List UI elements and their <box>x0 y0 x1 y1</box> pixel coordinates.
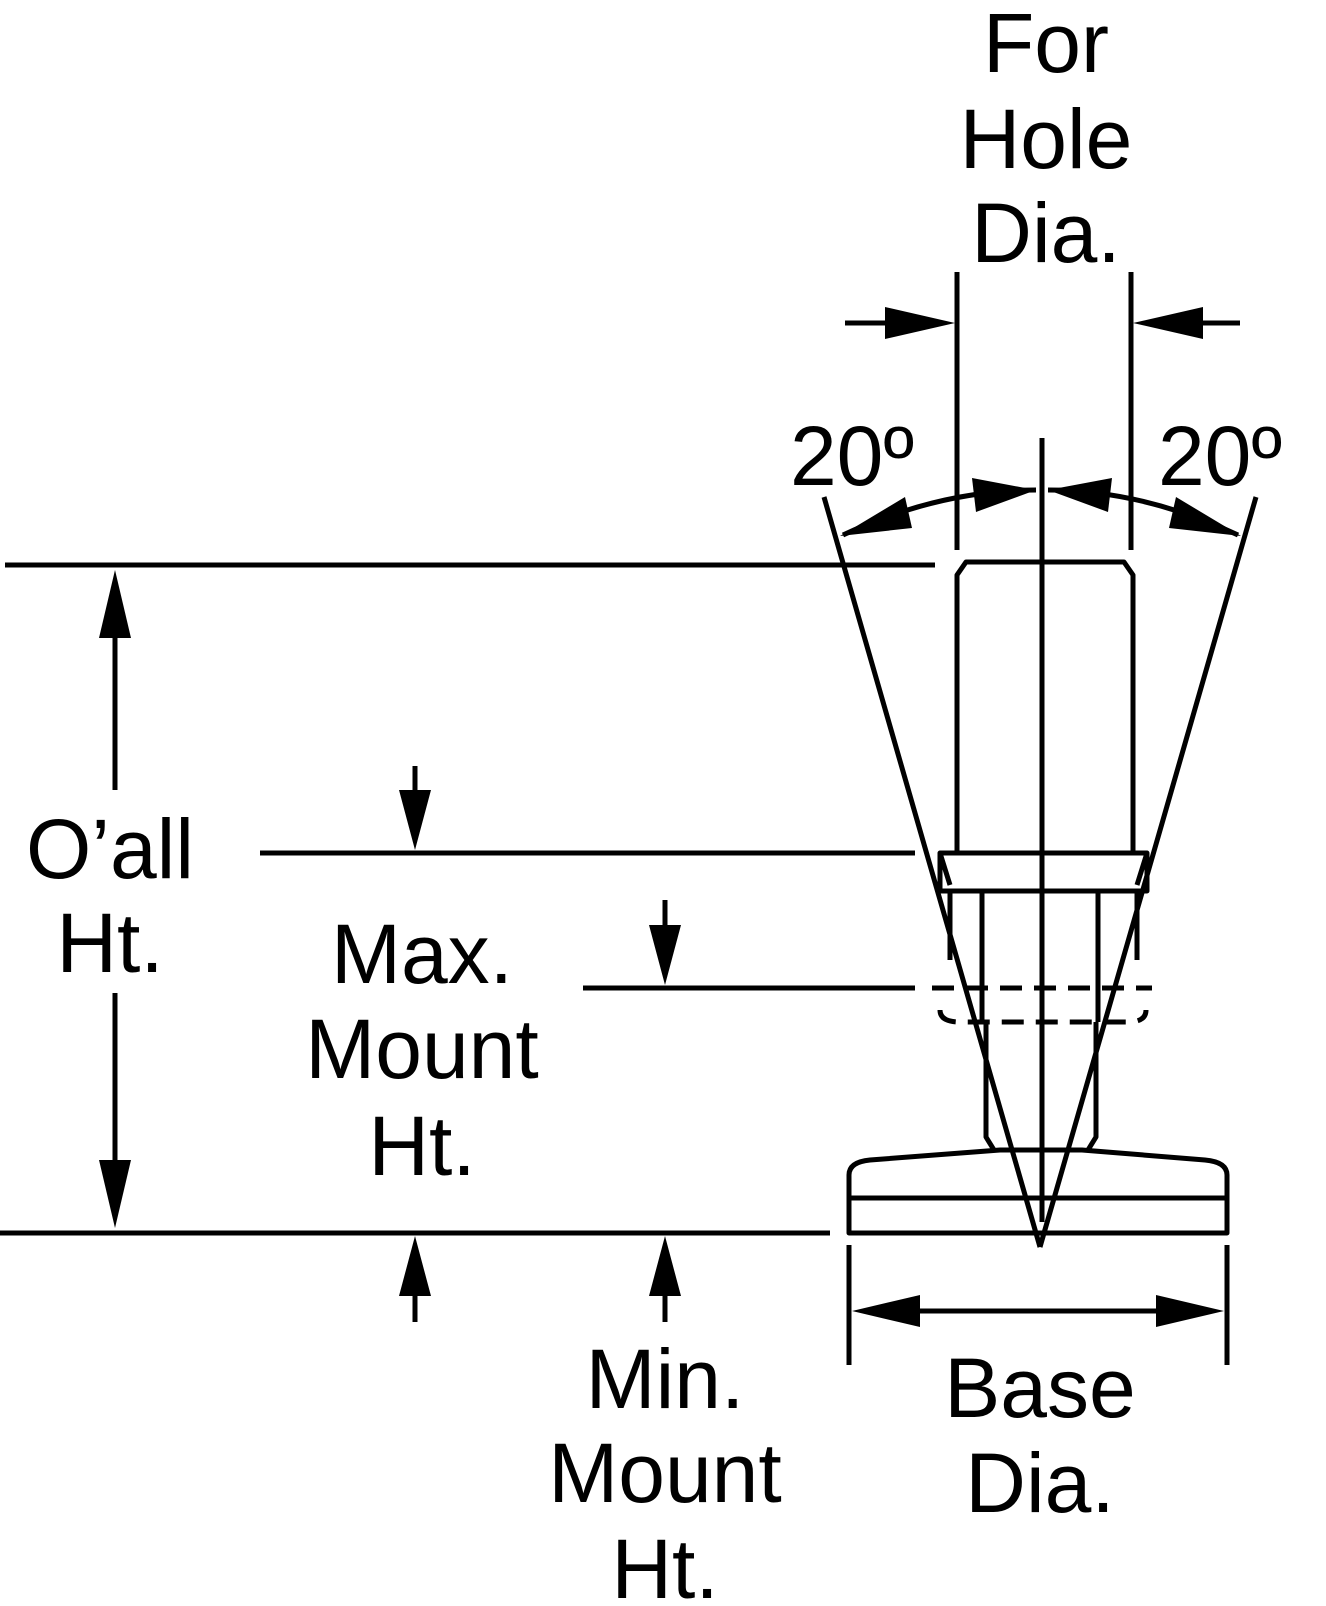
overall-ht-label-2: Ht. <box>56 896 163 990</box>
hole-dia-label-2: Hole <box>960 92 1133 186</box>
min-mount-arrows <box>399 1236 681 1322</box>
overall-arrow-bottom <box>99 1160 131 1228</box>
angle-right-label: 20º <box>1158 409 1282 503</box>
min-mount-label-3: Ht. <box>611 1522 718 1606</box>
stud-outline <box>954 559 1136 853</box>
base-dia-label-1: Base <box>944 1341 1135 1435</box>
base-dia-dimension <box>852 1295 1224 1327</box>
hole-arrow-right <box>1133 307 1203 339</box>
hole-arrow-left <box>885 307 955 339</box>
base-outline <box>846 1147 1230 1236</box>
overall-ht-dimension <box>99 570 131 1228</box>
max-mount-arrows <box>399 766 681 985</box>
angle-left-label: 20º <box>790 409 914 503</box>
max-mount-label-3: Ht. <box>368 1099 475 1193</box>
base-dia-label-2: Dia. <box>965 1436 1114 1530</box>
base-arrow-right <box>1156 1295 1224 1327</box>
overall-arrow-top <box>99 570 131 638</box>
max-mount-label-1: Max. <box>331 907 513 1001</box>
labels: For Hole Dia. 20º 20º O’all Ht. Max. Mou… <box>26 0 1282 1606</box>
hole-dia-label-3: Dia. <box>971 186 1120 280</box>
extension-lines <box>0 272 1230 1365</box>
nut-taper <box>937 852 1150 886</box>
leveling-mount-part <box>846 559 1230 1236</box>
min-mount-label-1: Min. <box>586 1332 745 1426</box>
min-mount-label-2: Mount <box>548 1426 781 1520</box>
hole-dia-dimension <box>845 307 1240 339</box>
hole-dia-label-1: For <box>983 0 1109 90</box>
overall-ht-label-1: O’all <box>26 802 194 896</box>
neck-outline <box>983 1022 1099 1152</box>
max-mount-label-2: Mount <box>305 1002 538 1096</box>
nut-body <box>937 850 1150 894</box>
lower-nut-dashed <box>932 985 1152 1025</box>
base-arrow-left <box>852 1295 920 1327</box>
angle-line-left <box>821 496 1043 1248</box>
